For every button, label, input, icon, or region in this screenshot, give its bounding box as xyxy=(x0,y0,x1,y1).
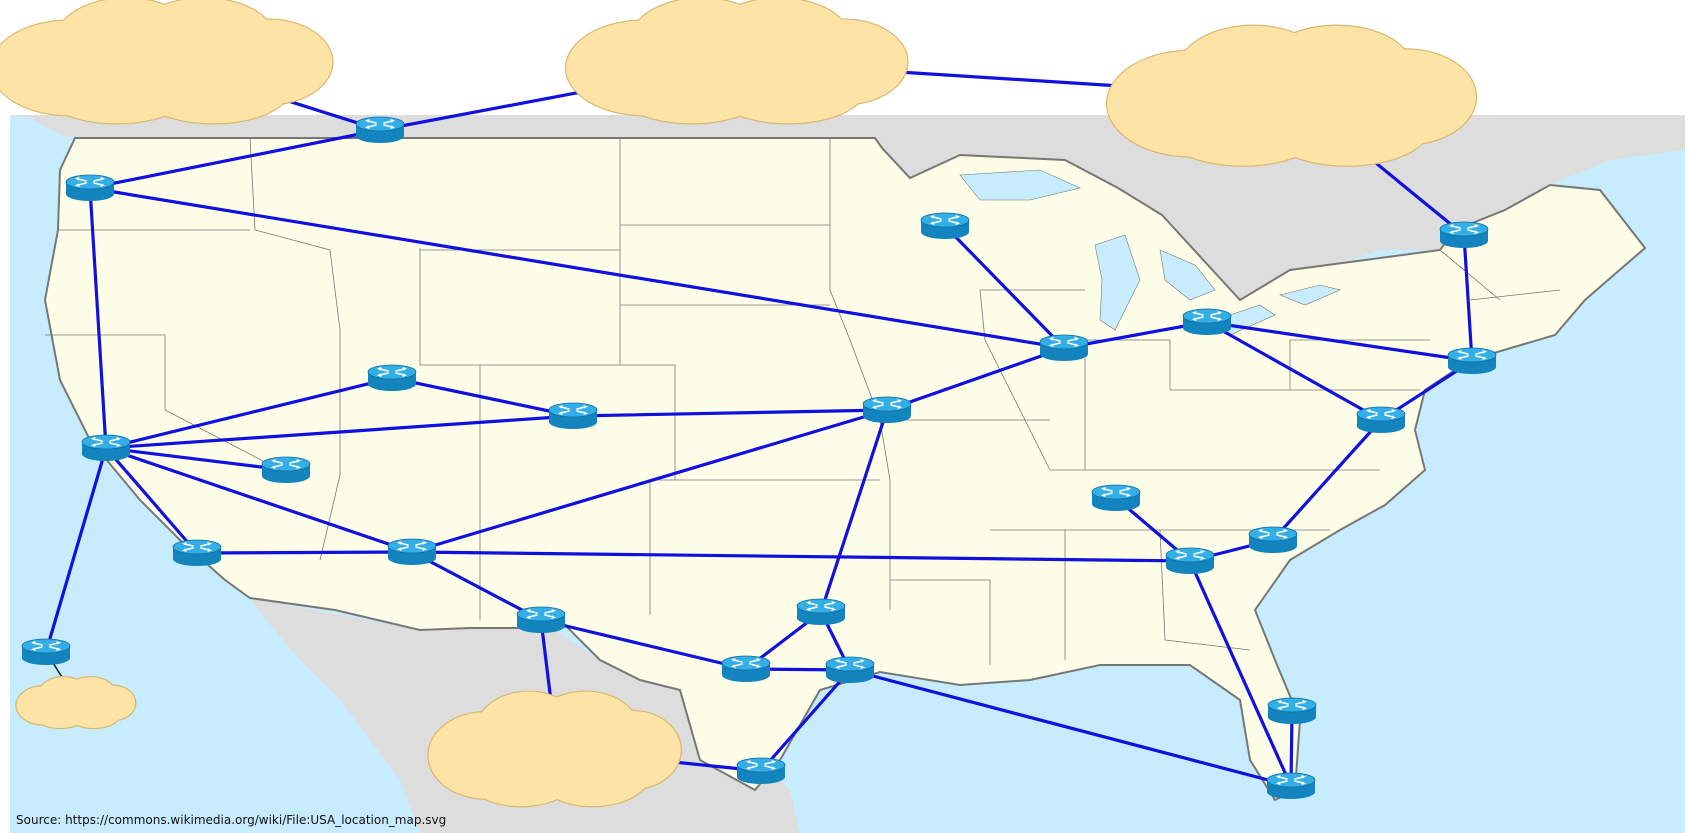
router-denver-router-icon[interactable] xyxy=(548,402,598,430)
link-minneapolis-chicago xyxy=(943,224,1066,350)
router-new-york-router-icon[interactable] xyxy=(1447,347,1497,375)
state-border xyxy=(249,137,341,331)
state-border xyxy=(1469,289,1561,301)
state-border xyxy=(419,248,481,620)
state-border xyxy=(1159,529,1166,641)
router-orlando-router-icon[interactable] xyxy=(1267,697,1317,725)
router-minneapolis-router-icon[interactable] xyxy=(920,212,970,240)
clouds xyxy=(0,0,1478,808)
state-border xyxy=(890,579,991,665)
state-border xyxy=(1164,639,1251,651)
link-los-angeles-phoenix xyxy=(195,550,414,555)
state-border xyxy=(829,138,891,481)
state-border xyxy=(1439,249,1501,301)
link-boston-north-new-york xyxy=(1462,233,1474,363)
link-phoenix-kansas-city xyxy=(410,408,889,554)
source-credit: Source: https://commons.wikimedia.org/wi… xyxy=(16,813,447,827)
usa-land xyxy=(43,137,1647,802)
state-borders xyxy=(45,137,1561,665)
router-detroit-router-icon[interactable] xyxy=(1182,308,1232,336)
link-seattle-sf-bay xyxy=(88,186,108,450)
router-phoenix-router-icon[interactable] xyxy=(387,538,437,566)
link-denver-kansas-city xyxy=(571,408,889,418)
link-sf-bay-los-angeles xyxy=(104,446,199,555)
link-chicago-kansas-city xyxy=(885,346,1066,412)
router-san-antonio-router-icon[interactable] xyxy=(736,757,786,785)
link-washington-charlotte xyxy=(1271,418,1383,542)
canada-land xyxy=(10,115,1685,325)
link-atlanta-miami xyxy=(1188,559,1293,788)
state-border xyxy=(164,335,291,476)
router-chicago-router-icon[interactable] xyxy=(1039,334,1089,362)
router-atlanta-router-icon[interactable] xyxy=(1165,547,1215,575)
router-nashville-router-icon[interactable] xyxy=(1091,484,1141,512)
cloud-north-central-cloud-icon xyxy=(564,0,909,125)
router-miami-router-icon[interactable] xyxy=(1266,772,1316,800)
link-detroit-washington xyxy=(1205,320,1383,422)
link-phoenix-atlanta xyxy=(410,550,1192,563)
link-montana-north-seattle xyxy=(88,128,382,190)
cloud-nw-cloud-icon xyxy=(0,0,334,125)
router-austin-router-icon[interactable] xyxy=(721,655,771,683)
great-lakes xyxy=(959,169,1341,336)
router-los-angeles-router-icon[interactable] xyxy=(172,539,222,567)
link-sf-bay-salt-lake xyxy=(104,376,394,450)
router-boston-north-router-icon[interactable] xyxy=(1439,221,1489,249)
router-el-paso-router-icon[interactable] xyxy=(516,606,566,634)
link-sf-bay-phoenix xyxy=(104,446,414,554)
link-sf-bay-denver xyxy=(104,414,575,450)
state-border xyxy=(979,289,1051,471)
router-dallas-router-icon[interactable] xyxy=(796,598,846,626)
link-salt-lake-denver xyxy=(390,376,575,418)
router-sf-bay-router-icon[interactable] xyxy=(81,434,131,462)
link-phoenix-el-paso xyxy=(410,550,543,622)
link-detroit-new-york xyxy=(1205,320,1474,363)
router-nevada-router-icon[interactable] xyxy=(261,456,311,484)
link-houston-miami xyxy=(848,668,1293,788)
router-kansas-city-router-icon[interactable] xyxy=(862,396,912,424)
link-sf-bay-hawaii xyxy=(44,446,108,654)
link-el-paso-austin xyxy=(539,618,748,671)
link-kansas-city-dallas xyxy=(819,408,889,614)
link-sf-bay-nevada xyxy=(104,446,288,472)
router-salt-lake-router-icon[interactable] xyxy=(367,364,417,392)
cloud-mexico-cloud-icon xyxy=(427,690,682,808)
cloud-hawaii-cloud-icon xyxy=(15,675,137,730)
router-montana-north-router-icon[interactable] xyxy=(355,116,405,144)
state-border xyxy=(480,364,880,481)
router-seattle-router-icon[interactable] xyxy=(65,174,115,202)
router-washington-router-icon[interactable] xyxy=(1356,406,1406,434)
cloud-ne-cloud-icon xyxy=(1105,24,1478,167)
state-border xyxy=(319,330,341,561)
link-houston-san-antonio xyxy=(759,668,852,773)
router-houston-router-icon[interactable] xyxy=(825,656,875,684)
router-charlotte-router-icon[interactable] xyxy=(1248,526,1298,554)
router-hawaii-router-icon[interactable] xyxy=(21,638,71,666)
link-seattle-chicago xyxy=(88,186,1066,350)
